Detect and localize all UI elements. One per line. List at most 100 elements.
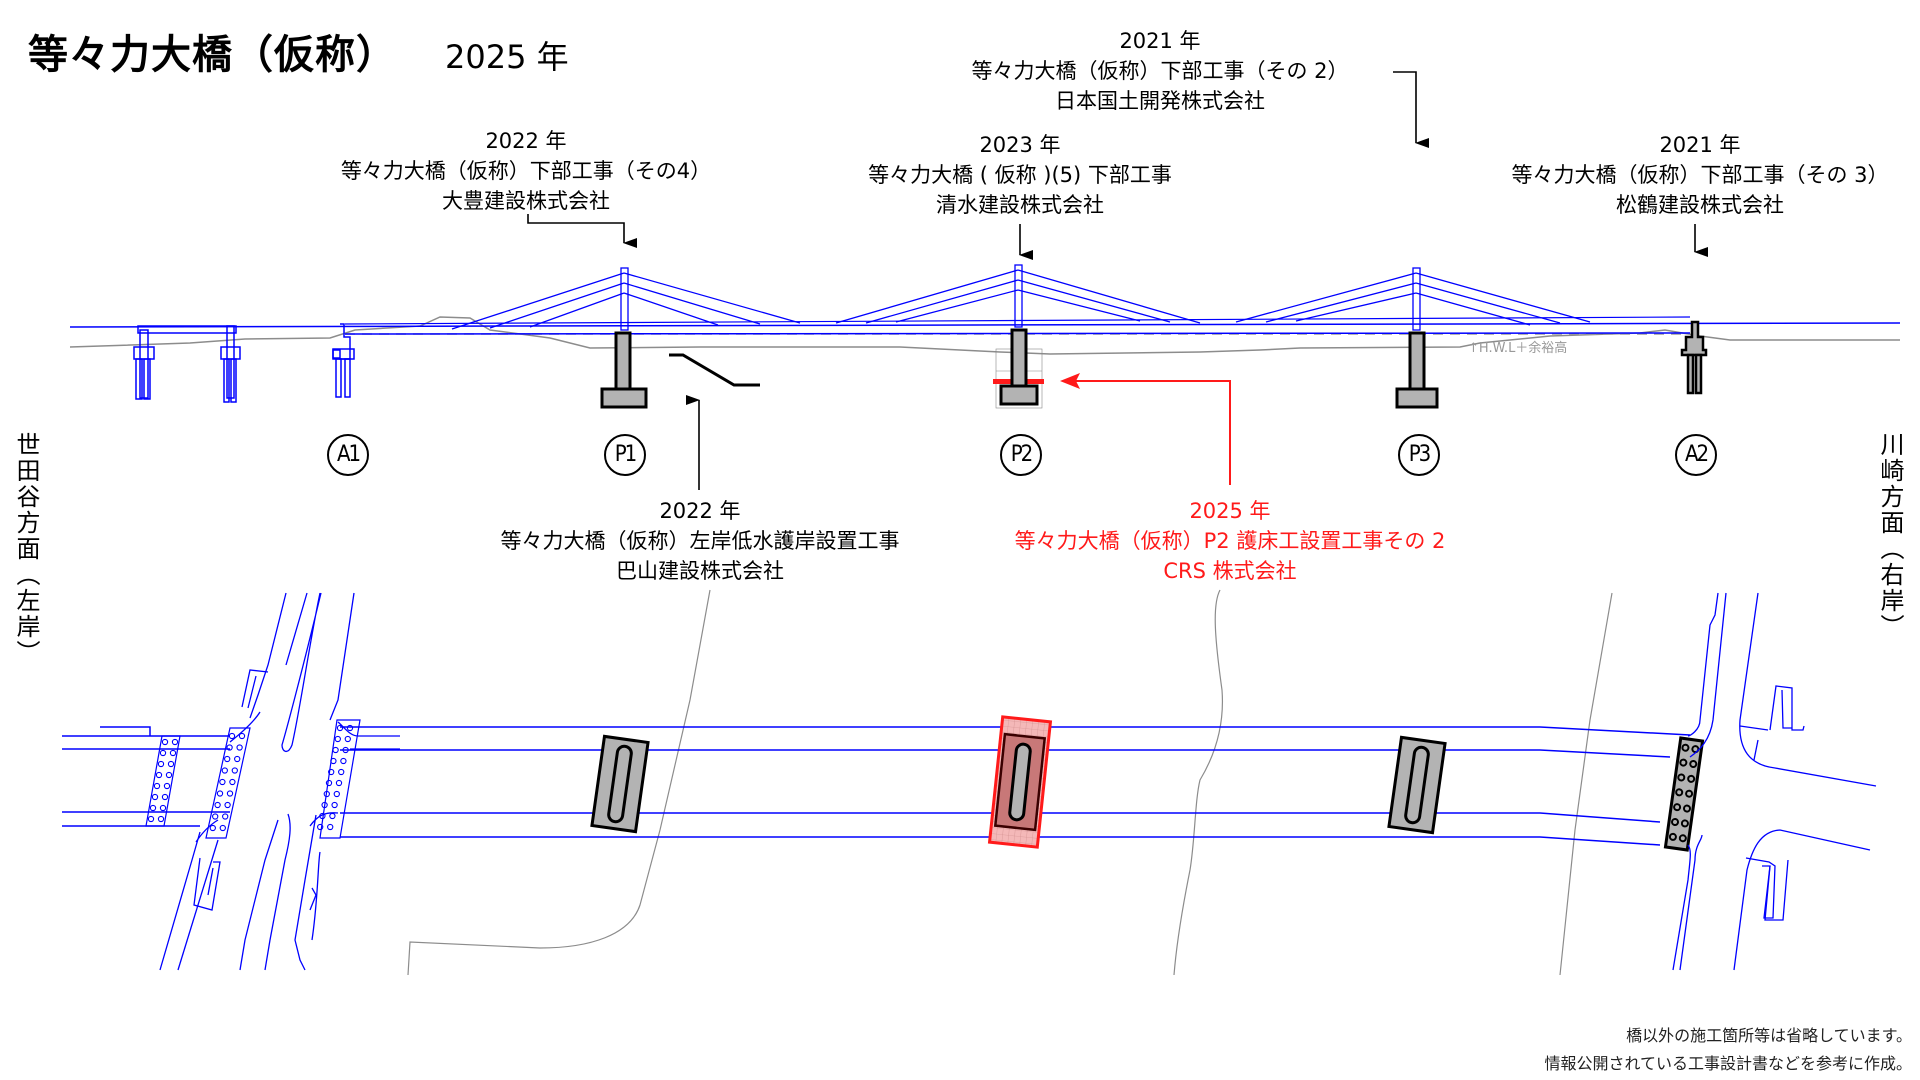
crosswalk-dot bbox=[161, 738, 169, 746]
project-year: 2021 年 bbox=[1659, 133, 1741, 157]
crosswalk-dot bbox=[321, 801, 328, 809]
pier-tag-p3: P3 bbox=[1398, 434, 1440, 476]
pier-p2-elevation bbox=[993, 328, 1044, 409]
crosswalk-dot bbox=[226, 790, 234, 797]
plan-view bbox=[62, 589, 1877, 976]
river-bank-right bbox=[1559, 592, 1613, 976]
pier-p2-plan bbox=[987, 715, 1053, 849]
pier-tag-p1: P1 bbox=[604, 434, 646, 476]
project-company: 日本国土開発株式会社 bbox=[1055, 89, 1265, 113]
pier-tag-a1: A1 bbox=[327, 434, 369, 476]
project-company: CRS 株式会社 bbox=[1163, 559, 1297, 583]
project-label-sono2: 2021 年 等々力大橋（仮称）下部工事（その 2） 日本国土開発株式会社 bbox=[940, 26, 1380, 116]
project-company: 大豊建設株式会社 bbox=[442, 189, 610, 213]
footnote-2: 情報公開されている工事設計書などを参考に作成。 bbox=[1544, 1054, 1912, 1073]
crosswalk-dot bbox=[332, 746, 339, 754]
abutment-dot bbox=[1679, 758, 1688, 767]
pier-p1-plan bbox=[590, 734, 650, 834]
crosswalk-dot bbox=[325, 779, 333, 787]
pier-p1-elevation bbox=[600, 331, 648, 409]
pier-tag-p2: P2 bbox=[1000, 434, 1042, 476]
crosswalk-dot bbox=[329, 812, 336, 820]
crosswalk-dot bbox=[228, 732, 236, 740]
river-bank-left bbox=[407, 589, 711, 976]
crosswalk-dot bbox=[224, 755, 231, 763]
crosswalk-dot bbox=[159, 749, 167, 757]
crosswalk-dot bbox=[238, 732, 246, 740]
crosswalk-dot bbox=[340, 757, 347, 765]
crosswalk-dot bbox=[157, 815, 165, 823]
project-year: 2025 年 bbox=[1189, 499, 1271, 523]
abutment-dot bbox=[1678, 834, 1687, 843]
abutment-dot bbox=[1677, 773, 1686, 782]
project-label-revetment: 2022 年 等々力大橋（仮称）左岸低水護岸設置工事 巴山建設株式会社 bbox=[480, 496, 920, 586]
crosswalk-dot bbox=[153, 782, 161, 790]
project-label-p2-5: 2023 年 等々力大橋 ( 仮称 )(5) 下部工事 清水建設株式会社 bbox=[820, 130, 1220, 220]
crosswalk-dot bbox=[151, 793, 159, 801]
crosswalk-dot bbox=[231, 767, 238, 774]
abutment-dot bbox=[1671, 818, 1680, 827]
footnote-1: 橋以外の施工箇所等は省略しています。 bbox=[1626, 1026, 1912, 1045]
right-intersection bbox=[1672, 592, 1877, 971]
crosswalk-dot bbox=[328, 768, 335, 776]
abutment-dot bbox=[1681, 743, 1690, 752]
abutment-dot bbox=[1675, 788, 1684, 797]
project-name: 等々力大橋（仮称）下部工事（その 2） bbox=[971, 59, 1349, 83]
highlight-arrow bbox=[1060, 373, 1231, 485]
crosswalk-dot bbox=[169, 749, 177, 757]
side-label-left: 世田谷方面（左岸） bbox=[12, 432, 40, 666]
project-company: 清水建設株式会社 bbox=[936, 193, 1104, 217]
left-bank-revetment bbox=[669, 353, 760, 387]
abutment-dot bbox=[1683, 804, 1692, 813]
pylons bbox=[451, 264, 1591, 331]
project-year: 2022 年 bbox=[485, 129, 567, 153]
abutment-a2-plan bbox=[1663, 736, 1705, 852]
crosswalk-dot bbox=[335, 779, 343, 787]
crosswalk-dot bbox=[157, 760, 165, 768]
deck-top-2 bbox=[344, 316, 1691, 325]
crosswalk-dot bbox=[147, 815, 155, 823]
abutment-dot bbox=[1673, 803, 1682, 812]
project-name: 等々力大橋（仮称）下部工事（その 3） bbox=[1511, 163, 1889, 187]
crosswalk-dot bbox=[333, 790, 340, 798]
side-label-right: 川崎方面（右岸） bbox=[1876, 432, 1904, 640]
abutment-dot bbox=[1687, 774, 1696, 783]
abutment-dot bbox=[1668, 832, 1677, 841]
crosswalk-dots bbox=[147, 724, 354, 832]
crosswalk-dot bbox=[161, 793, 169, 801]
project-company: 松鶴建設株式会社 bbox=[1616, 193, 1784, 217]
crosswalk-dot bbox=[219, 778, 226, 786]
crosswalk-dot bbox=[149, 804, 157, 812]
project-name: 等々力大橋 ( 仮称 )(5) 下部工事 bbox=[868, 163, 1172, 187]
crosswalk-dot bbox=[336, 724, 344, 732]
crosswalk-dot bbox=[330, 757, 337, 765]
crosswalk-dot bbox=[171, 738, 179, 746]
crosswalk-dot bbox=[224, 801, 231, 809]
project-year: 2021 年 bbox=[1119, 29, 1201, 53]
crosswalks bbox=[145, 719, 361, 839]
deck-top bbox=[69, 322, 1901, 328]
crosswalk-dot bbox=[214, 801, 221, 809]
crosswalk-dot bbox=[236, 744, 243, 751]
crosswalk-dot bbox=[165, 771, 173, 779]
abutment-a2-elevation bbox=[1680, 320, 1708, 395]
pier-p3-elevation bbox=[1395, 331, 1439, 409]
crosswalk-dot bbox=[226, 744, 233, 751]
crosswalk-dot bbox=[323, 790, 330, 798]
hwl-annotation: ↑H.W.L＋余裕高 bbox=[1468, 341, 1568, 356]
left-intersection bbox=[159, 592, 400, 971]
crosswalk-dot bbox=[216, 790, 224, 797]
crosswalk-dot bbox=[344, 735, 351, 743]
project-label-a2-sono3: 2021 年 等々力大橋（仮称）下部工事（その 3） 松鶴建設株式会社 bbox=[1480, 130, 1920, 220]
leader-arrows bbox=[527, 71, 1708, 490]
pier-tag-a2: A2 bbox=[1675, 434, 1717, 476]
project-year: 2023 年 bbox=[979, 133, 1061, 157]
bridge-deck-plan bbox=[62, 726, 1691, 846]
project-company: 巴山建設株式会社 bbox=[616, 559, 784, 583]
crosswalk-dot bbox=[221, 767, 228, 774]
crosswalk-dot bbox=[163, 782, 171, 790]
crosswalk-dot bbox=[212, 813, 219, 820]
page-year: 2025 年 bbox=[445, 38, 569, 76]
project-name: 等々力大橋（仮称）下部工事（その4） bbox=[340, 159, 712, 183]
crosswalk-dot bbox=[331, 801, 338, 809]
